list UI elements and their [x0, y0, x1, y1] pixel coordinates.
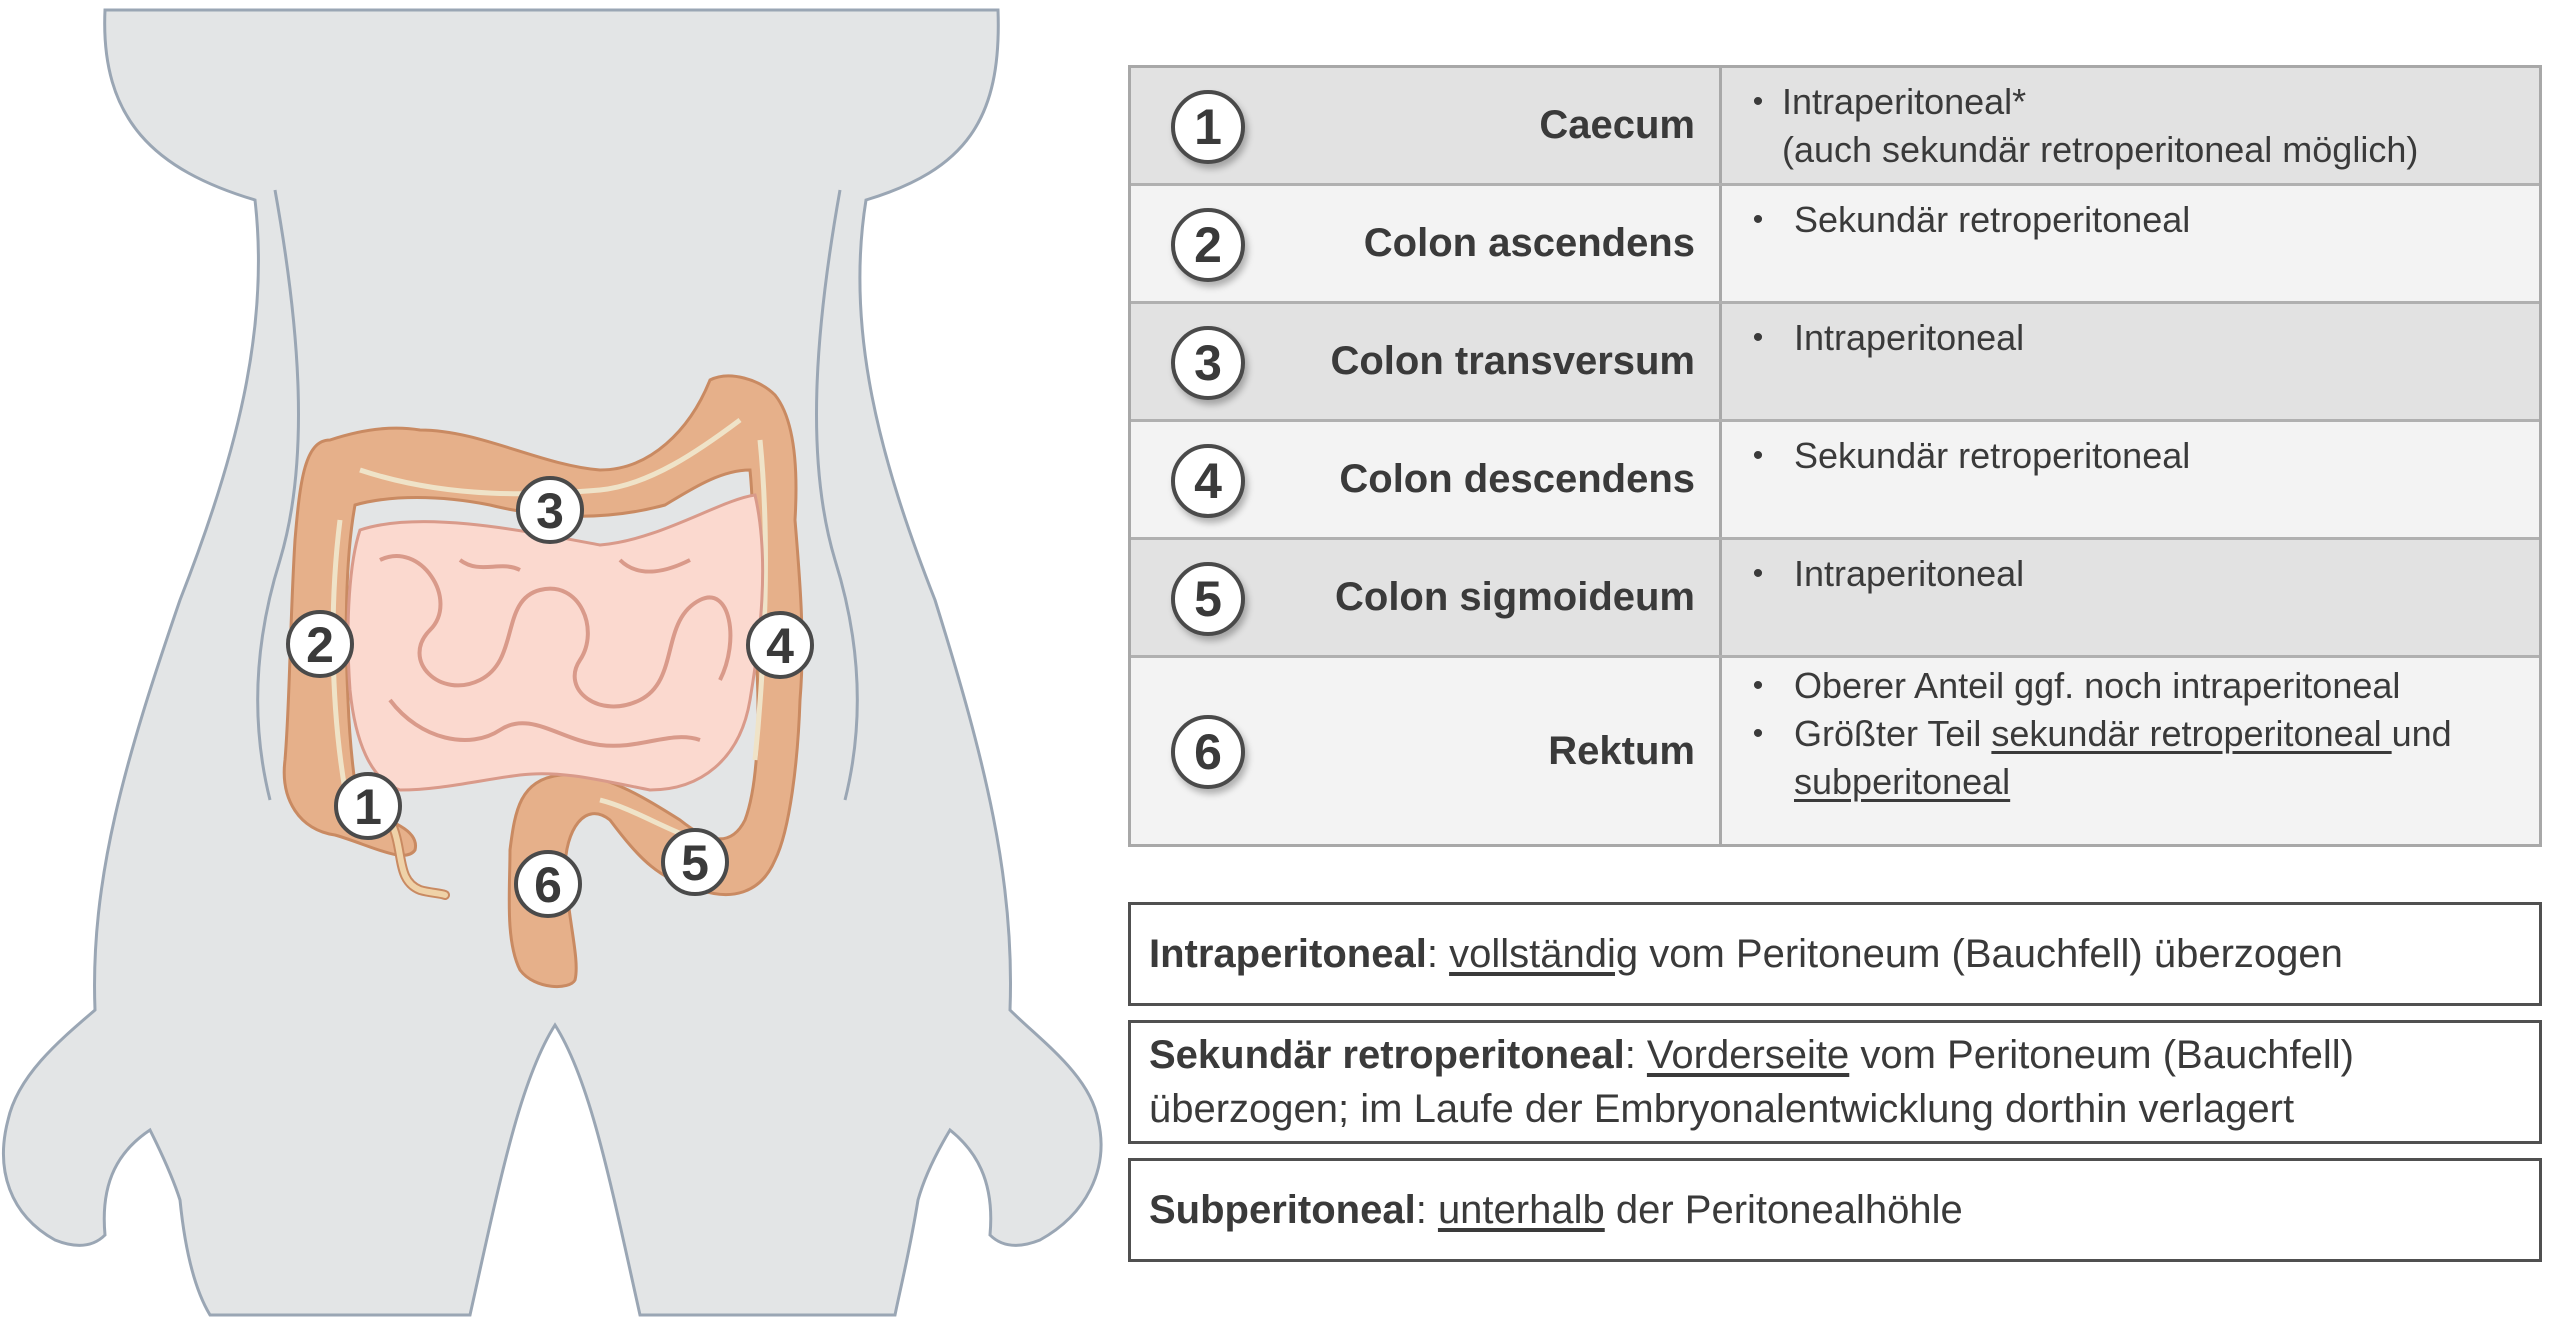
- description-cell: •Intraperitoneal: [1722, 304, 2539, 419]
- region-name: Colon transversum: [1330, 339, 1695, 383]
- list-item: •Sekundär retroperitoneal: [1722, 196, 2523, 244]
- marker-1-label: 1: [354, 779, 382, 835]
- definition-sekundaer-retroperitoneal: Sekundär retroperitoneal: Vorderseite vo…: [1128, 1020, 2542, 1144]
- appendix-fill: [387, 817, 448, 898]
- marker-4-label: 4: [766, 618, 794, 674]
- marker-6-label: 6: [534, 857, 562, 913]
- region-cell: 4 Colon descendens: [1131, 422, 1722, 537]
- small-intestine-loops: [379, 554, 733, 748]
- bullet-text-underlined-2: subperitoneal: [1794, 761, 2011, 802]
- definition-intraperitoneal: Intraperitoneal: vollständig vom Periton…: [1128, 902, 2542, 1006]
- table-row: 4 Colon descendens •Sekundär retroperito…: [1131, 422, 2539, 540]
- row-number-badge: 2: [1171, 207, 1245, 282]
- description-cell: •Sekundär retroperitoneal: [1722, 186, 2539, 301]
- definition-term: Intraperitoneal: [1149, 932, 1427, 976]
- row-number-badge: 1: [1171, 89, 1245, 164]
- region-name: Caecum: [1539, 103, 1695, 147]
- marker-6: 6: [514, 850, 582, 918]
- definition-subperitoneal: Subperitoneal: unterhalb der Peritonealh…: [1128, 1158, 2542, 1262]
- region-cell: 1 Caecum: [1131, 68, 1722, 183]
- peritoneal-table: 1 Caecum •Intraperitoneal*(auch sekundär…: [1128, 65, 2542, 847]
- region-cell: 6 Rektum: [1131, 658, 1722, 844]
- row-number-badge: 3: [1171, 325, 1245, 400]
- region-cell: 2 Colon ascendens: [1131, 186, 1722, 301]
- table-row: 1 Caecum •Intraperitoneal*(auch sekundär…: [1131, 68, 2539, 186]
- region-name: Rektum: [1548, 728, 1695, 773]
- bullet-text-pre: Größter Teil: [1794, 713, 1992, 754]
- marker-4: 4: [746, 611, 814, 679]
- bullet-text: Sekundär retroperitoneal: [1794, 199, 2191, 240]
- definition-key: Vorderseite: [1646, 1033, 1850, 1077]
- region-name: Colon ascendens: [1363, 221, 1695, 265]
- definition-term: Subperitoneal: [1149, 1188, 1416, 1232]
- marker-2-label: 2: [306, 617, 334, 673]
- marker-3: 3: [516, 476, 584, 544]
- table-row: 5 Colon sigmoideum •Intraperitoneal: [1131, 540, 2539, 658]
- bullet-text: Intraperitoneal*: [1782, 81, 2027, 122]
- row-number-badge: 5: [1171, 561, 1245, 636]
- definition-key: vollständig: [1449, 932, 1639, 976]
- row-number-badge: 4: [1171, 443, 1245, 518]
- marker-2: 2: [286, 610, 354, 678]
- bullet-text-continued: (auch sekundär retroperitoneal möglich): [1782, 129, 2419, 170]
- list-item: •Sekundär retroperitoneal: [1722, 432, 2523, 480]
- definition-text: der Peritonealhöhle: [1604, 1188, 1963, 1232]
- definition-term: Sekundär retroperitoneal: [1149, 1033, 1625, 1077]
- list-item: •Intraperitoneal: [1722, 314, 2523, 362]
- waist-line-left: [256, 189, 300, 801]
- small-intestine: [346, 493, 765, 792]
- description-cell: •Intraperitoneal: [1722, 540, 2539, 655]
- definition-sep: :: [1426, 932, 1450, 976]
- bullet-text: Oberer Anteil ggf. noch intraperitoneal: [1794, 665, 2401, 706]
- region-name: Colon descendens: [1339, 457, 1695, 501]
- bullet-text: Sekundär retroperitoneal: [1794, 435, 2191, 476]
- list-item: •Größter Teil sekundär retroperitoneal u…: [1752, 713, 2452, 802]
- marker-5-label: 5: [681, 835, 709, 891]
- region-name: Colon sigmoideum: [1335, 575, 1695, 619]
- definition-key: unterhalb: [1437, 1188, 1605, 1232]
- definition-sep: :: [1624, 1033, 1647, 1077]
- bullet-text: Intraperitoneal: [1794, 553, 2025, 594]
- definition-sep: :: [1415, 1188, 1438, 1232]
- colon: [282, 374, 804, 989]
- bullet-text: Intraperitoneal: [1794, 317, 2025, 358]
- table-row: 3 Colon transversum •Intraperitoneal: [1131, 304, 2539, 422]
- table-row: 2 Colon ascendens •Sekundär retroperiton…: [1131, 186, 2539, 304]
- table-row: 6 Rektum •Oberer Anteil ggf. noch intrap…: [1131, 658, 2539, 844]
- list-item: •Intraperitoneal: [1722, 550, 2523, 598]
- marker-5: 5: [661, 828, 729, 896]
- bullet-text-underlined: sekundär retroperitoneal: [1991, 713, 2392, 754]
- row-number-badge: 6: [1171, 715, 1245, 789]
- definition-text: vom Peritoneum (Bauchfell) überzogen: [1638, 932, 2343, 976]
- marker-3-label: 3: [536, 483, 564, 539]
- bullet-text-mid: und: [2391, 713, 2452, 754]
- list-item: •Oberer Anteil ggf. noch intraperitoneal: [1722, 662, 2523, 710]
- waist-line-right: [815, 189, 859, 801]
- description-cell: •Sekundär retroperitoneal: [1722, 422, 2539, 537]
- description-cell: •Oberer Anteil ggf. noch intraperitoneal…: [1722, 658, 2539, 844]
- description-cell: •Intraperitoneal*(auch sekundär retroper…: [1722, 68, 2539, 183]
- list-item: •Intraperitoneal*(auch sekundär retroper…: [1752, 81, 2419, 170]
- region-cell: 3 Colon transversum: [1131, 304, 1722, 419]
- definition-text: vom Peritoneum (Bauchfell) überzogen; im…: [1149, 1033, 2354, 1131]
- marker-1: 1: [334, 772, 402, 840]
- region-cell: 5 Colon sigmoideum: [1131, 540, 1722, 655]
- anatomy-figure: 1 2 3 4 5 6: [1, 8, 1103, 1317]
